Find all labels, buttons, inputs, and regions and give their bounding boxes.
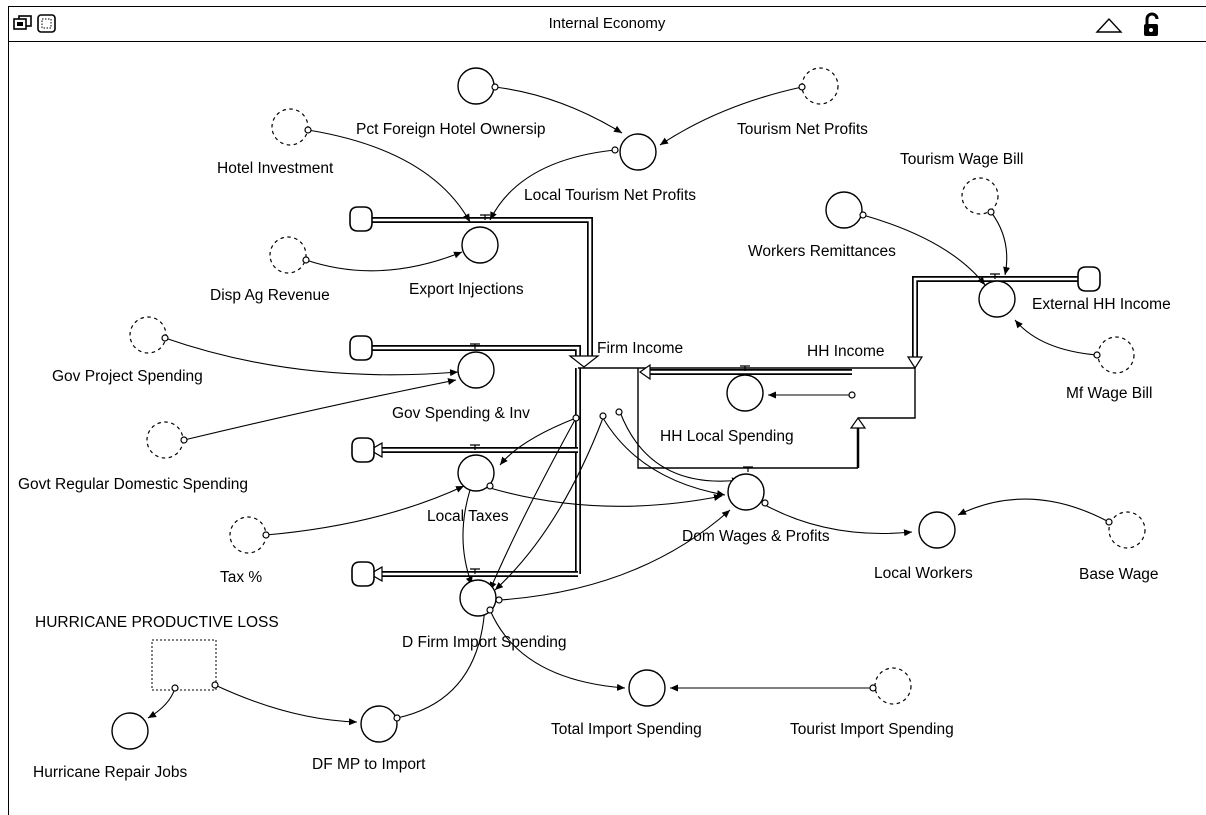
- workers-remittances-label: Workers Remittances: [748, 243, 896, 260]
- total-import-spending-node[interactable]: [628, 669, 666, 707]
- imports-outflow-arrow: [368, 565, 383, 583]
- base-wage-node[interactable]: [1108, 511, 1146, 549]
- mf-wage-bill-node[interactable]: [1097, 336, 1135, 374]
- dom-wages-profits-node[interactable]: [727, 473, 765, 511]
- hotel-investment-node[interactable]: [271, 108, 309, 146]
- pct-foreign-ownership-label: Pct Foreign Hotel Ownersip: [356, 121, 546, 138]
- gov-project-spending-label: Gov Project Spending: [52, 368, 203, 385]
- local-workers-label: Local Workers: [874, 565, 973, 582]
- d-firm-import-spending-node[interactable]: [459, 579, 497, 617]
- clouds: [349, 206, 1101, 587]
- gov-source-cloud-icon: [349, 335, 373, 361]
- imports-sink-cloud-icon: [351, 561, 375, 587]
- local-workers-node[interactable]: [918, 511, 956, 549]
- dom-wages-profits-label: Dom Wages & Profits: [682, 528, 830, 545]
- export-source-cloud-icon: [349, 206, 373, 232]
- tourism-net-profits-label: Tourism Net Profits: [737, 121, 868, 138]
- pct-foreign-ownership-node[interactable]: [457, 67, 495, 105]
- export-injections-label: Export Injections: [409, 281, 524, 298]
- taxes-outflow-arrow: [368, 441, 383, 459]
- tax-pct-node[interactable]: [229, 516, 267, 554]
- flow-arrowheads: [368, 355, 924, 583]
- firm-income-inflow-arrow: [568, 355, 600, 368]
- hh-spending-arrow: [638, 363, 651, 381]
- external-hh-income-node[interactable]: [978, 280, 1016, 318]
- disp-ag-revenue-node[interactable]: [269, 236, 307, 274]
- gov-project-spending-node[interactable]: [129, 316, 167, 354]
- hurricane-productive-loss-label: HURRICANE PRODUCTIVE LOSS: [35, 614, 279, 631]
- tourism-wage-bill-node[interactable]: [961, 177, 999, 215]
- tourist-import-spending-label: Tourist Import Spending: [790, 721, 954, 738]
- workers-remittances-node[interactable]: [825, 191, 863, 229]
- taxes-sink-cloud-icon: [351, 437, 375, 463]
- local-taxes-node[interactable]: [457, 454, 495, 492]
- hh-local-spending-node[interactable]: [726, 374, 764, 412]
- hurricane-repair-jobs-label: Hurricane Repair Jobs: [33, 764, 187, 781]
- govt-regular-domestic-node[interactable]: [146, 421, 184, 459]
- d-firm-import-spending-label: D Firm Import Spending: [402, 634, 567, 651]
- tax-pct-label: Tax %: [220, 569, 262, 586]
- labels: Pct Foreign Hotel Ownersip Tourism Net P…: [18, 121, 1171, 781]
- gov-spending-inv-node[interactable]: [457, 351, 495, 389]
- model-view-icon[interactable]: [12, 14, 34, 32]
- hurricane-repair-jobs-node[interactable]: [111, 712, 149, 750]
- total-import-spending-label: Total Import Spending: [551, 721, 702, 738]
- df-mp-to-import-node[interactable]: [360, 705, 398, 743]
- hotel-investment-label: Hotel Investment: [217, 160, 334, 177]
- window-title: Internal Economy: [548, 15, 666, 32]
- unlock-icon[interactable]: [1142, 12, 1162, 38]
- map-view-icon[interactable]: [37, 14, 57, 34]
- window-titlebar: Internal Economy: [8, 6, 1206, 42]
- up-triangle-icon[interactable]: [1095, 16, 1123, 34]
- mf-wage-bill-label: Mf Wage Bill: [1066, 385, 1152, 402]
- external-source-cloud-icon: [1077, 266, 1101, 292]
- df-mp-to-import-label: DF MP to Import: [312, 756, 426, 773]
- hurricane-productive-loss-stock[interactable]: [151, 639, 217, 691]
- tourist-import-spending-node[interactable]: [874, 667, 912, 705]
- hh-income-inflow-arrow: [906, 356, 924, 370]
- dom-wages-arrow: [849, 416, 867, 429]
- nodes: [111, 67, 1146, 750]
- disp-ag-revenue-label: Disp Ag Revenue: [210, 287, 330, 304]
- gov-spending-inv-label: Gov Spending & Inv: [392, 405, 530, 422]
- local-tourism-net-profits-node[interactable]: [619, 133, 657, 171]
- tourism-wage-bill-label: Tourism Wage Bill: [900, 151, 1023, 168]
- diagram-window: [8, 6, 1206, 815]
- firm-income-label: Firm Income: [597, 340, 683, 357]
- export-injections-node[interactable]: [461, 226, 499, 264]
- local-taxes-label: Local Taxes: [427, 508, 509, 525]
- hh-local-spending-label: HH Local Spending: [660, 428, 794, 445]
- tourism-net-profits-node[interactable]: [801, 67, 839, 105]
- local-tourism-net-profits-label: Local Tourism Net Profits: [524, 187, 696, 204]
- base-wage-label: Base Wage: [1079, 566, 1159, 583]
- flow-pipes: [370, 217, 1090, 577]
- hh-income-label: HH Income: [807, 343, 885, 360]
- connectors: [147, 86, 1110, 726]
- external-hh-income-label: External HH Income: [1032, 296, 1171, 313]
- govt-regular-domestic-label: Govt Regular Domestic Spending: [18, 476, 248, 493]
- flow-valves: [470, 214, 1000, 574]
